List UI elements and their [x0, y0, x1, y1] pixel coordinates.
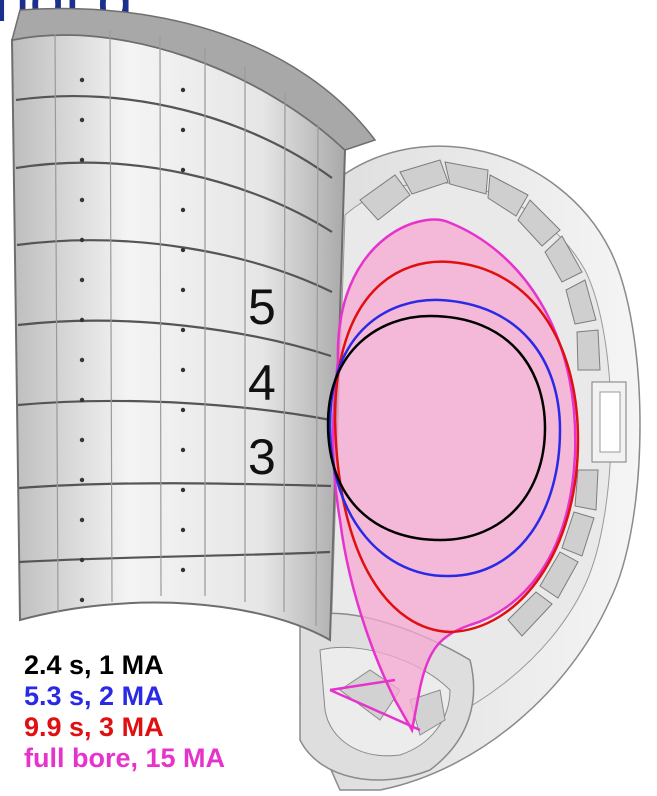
plasma-2-4s-1ma: [326, 314, 547, 542]
plasma-boundaries: [326, 218, 580, 734]
plasma-9-9s-3ma: [333, 260, 580, 634]
coil-label-4: 4: [248, 355, 276, 411]
legend-item-3ma: 9.9 s, 3 MA: [24, 712, 164, 742]
legend-item-15ma: full bore, 15 MA: [24, 743, 226, 773]
central-solenoid: [10, 7, 377, 642]
legend: 2.4 s, 1 MA 5.3 s, 2 MA 9.9 s, 3 MA full…: [24, 650, 225, 774]
legend-item-1ma: 2.4 s, 1 MA: [24, 650, 164, 680]
coil-label-3: 3: [248, 429, 276, 485]
coil-label-5: 5: [248, 279, 276, 335]
legend-item-2ma: 5.3 s, 2 MA: [24, 681, 164, 711]
plasma-5-3s-2ma: [328, 298, 562, 578]
